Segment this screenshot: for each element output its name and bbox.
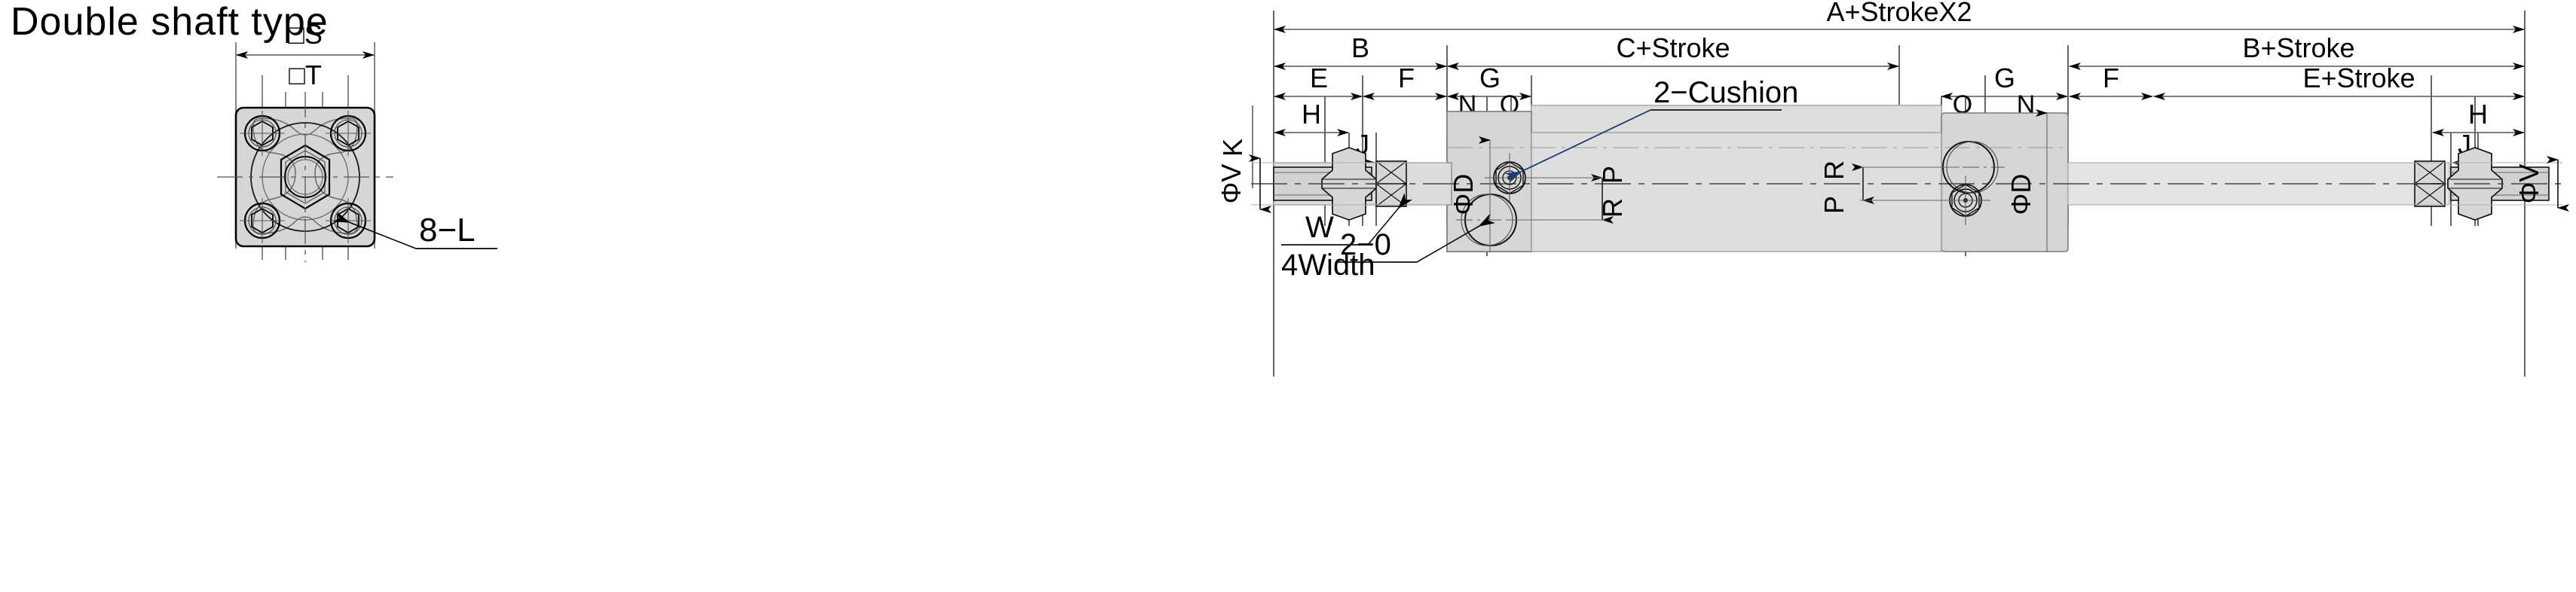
dimension-label-c-stroke: C+Stroke [1616, 32, 1730, 63]
dimension-label-phi-v-right: ΦV [2513, 164, 2544, 204]
dimension-b: B [1274, 32, 1447, 70]
dimension-e-stroke: E+Stroke [2153, 63, 2525, 100]
dimension-r-right: R [1819, 160, 1960, 184]
dimension-r-left: R [1507, 184, 1628, 224]
callout-label-4width: 4Width [1281, 249, 1375, 282]
dimension-label-square-t: □T [289, 60, 322, 90]
dimension-label-k: K [1217, 139, 1248, 157]
dimension-label-f-right: F [2103, 63, 2119, 93]
dimension-label-g-left: G [1479, 63, 1501, 93]
dimension-label-h-right: H [2468, 99, 2488, 130]
head-cover-right [1941, 112, 2069, 252]
dimension-label-phi-v-left: ΦV [1216, 164, 1247, 204]
dimension-g-left: G [1447, 63, 1531, 100]
cylinder-side-section-view: A+StrokeX2 B C+Stroke B+Stroke E F G [1216, 0, 2569, 377]
callout-8l: 8−L [332, 212, 497, 249]
dimension-label-phi-d-left: ΦD [1448, 174, 1479, 215]
dimension-label-p-right: P [1819, 196, 1849, 214]
dimension-label-r-right: R [1819, 160, 1849, 180]
centre-lines [217, 92, 393, 262]
dimension-label-e-stroke: E+Stroke [2302, 63, 2415, 93]
dimension-p-right: P [1819, 184, 1960, 214]
dimension-label-f-left: F [1398, 63, 1415, 93]
dimension-f-left: F [1363, 63, 1447, 100]
dimension-phi-v-right: ΦV [2513, 156, 2569, 212]
dimension-label-square-s: □S [288, 19, 323, 50]
callout-label-8l: 8−L [419, 212, 476, 249]
dimension-label-g-right: G [1994, 63, 2015, 93]
dimension-label-e: E [1310, 63, 1328, 93]
dimension-square-s: □S [236, 19, 375, 59]
dimension-label-a-stroke-x2: A+StrokeX2 [1826, 0, 1972, 27]
page-title: Double shaft type [11, 0, 329, 44]
dimension-phi-d-left: ΦD [1448, 136, 1491, 252]
dimension-h-left: H [1274, 99, 1349, 136]
dimension-b-stroke: B+Stroke [2069, 32, 2525, 70]
dimension-k: K [1217, 105, 1253, 188]
callout-w-4width: W 4Width [1281, 193, 1413, 282]
callout-2-cushion: 2−Cushion [1504, 76, 1798, 183]
barrel-mid [1531, 132, 1942, 252]
dimension-f-right: F [2069, 63, 2153, 100]
dimension-p-left: P [1507, 166, 1628, 184]
square-flange-front-view: □S □T I [217, 19, 497, 262]
rod-edge-guides [1251, 162, 2562, 206]
dimension-label-h-left: H [1302, 99, 1321, 130]
dimension-label-p-left: P [1597, 166, 1628, 184]
dimension-c-stroke: C+Stroke [1447, 32, 1899, 70]
rod-lock-nut-left [1321, 147, 1377, 221]
dimension-h-right: H [2432, 99, 2525, 136]
dimension-phi-d-right: ΦD [2005, 109, 2048, 252]
center-hex-nut-inner [285, 150, 326, 204]
dimension-a-stroke-x2: A+StrokeX2 [1274, 0, 2525, 33]
dimension-g-right: G [1941, 63, 2068, 100]
dimension-phi-v-left: ΦV [1216, 154, 1271, 213]
dimension-label-r-left: R [1597, 198, 1628, 218]
dimension-e: E [1274, 63, 1363, 100]
callout-label-2-cushion: 2−Cushion [1654, 76, 1798, 109]
wrench-flat-right [2414, 160, 2446, 207]
callout-label-w: W [1305, 211, 1334, 244]
dimension-label-b-stroke: B+Stroke [2242, 32, 2354, 63]
dimension-label-phi-d-right: ΦD [2005, 174, 2036, 215]
dimension-label-b: B [1351, 32, 1369, 63]
